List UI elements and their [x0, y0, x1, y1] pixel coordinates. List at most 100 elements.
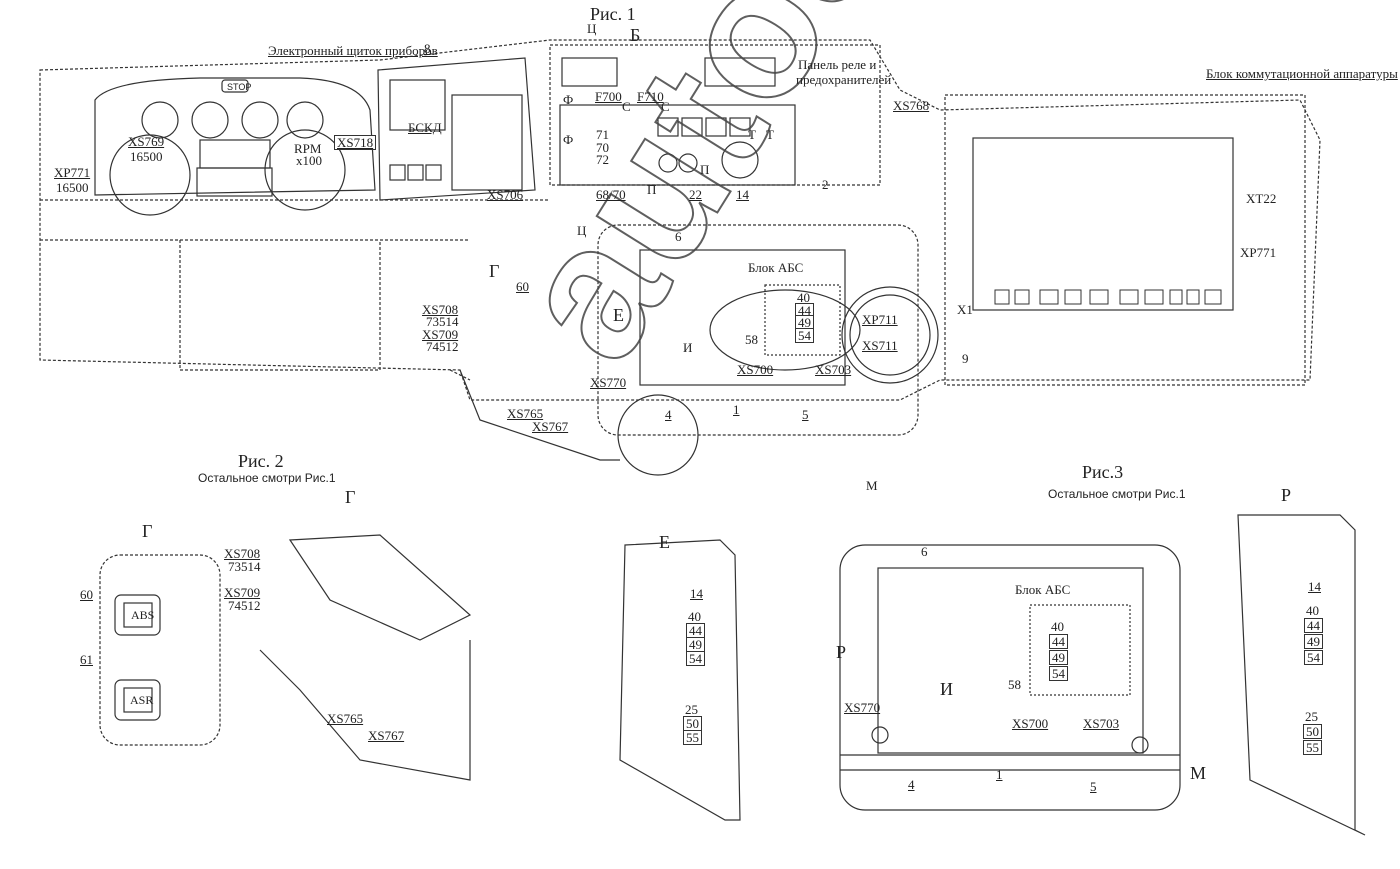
view-e-title: Е	[659, 532, 670, 552]
e-label-55: 55	[683, 730, 702, 745]
label-f700: F700	[595, 89, 622, 104]
e-label-50: 50	[683, 716, 702, 731]
label-phi-1: Ф	[563, 92, 574, 107]
label-xs708-code: 73514	[426, 314, 459, 329]
label-49: 49	[795, 315, 814, 330]
label-c-2: С	[661, 99, 670, 114]
label-58: 58	[745, 332, 758, 347]
label-xp771-code: 16500	[56, 180, 89, 195]
label-xs703: XS703	[815, 362, 852, 377]
label-m: М	[866, 478, 878, 493]
fig3-label-6: 6	[921, 544, 928, 559]
label-ts-2: Ц	[577, 223, 587, 238]
label-71: 71	[596, 127, 609, 142]
fig3-label-p: Р	[836, 642, 847, 662]
e-label-14: 14	[690, 586, 703, 601]
label-1: 1	[733, 402, 740, 417]
label-x1: X1	[957, 302, 973, 317]
label-70: 70	[596, 140, 609, 155]
fig3-label-58: 58	[1008, 677, 1021, 692]
label-xs767: XS767	[532, 419, 569, 434]
fig3-label-xs700: XS700	[1012, 716, 1049, 731]
p-label-14: 14	[1308, 579, 1321, 594]
fig3-label-m: М	[1190, 763, 1207, 783]
fig2-label-xs708-code: 73514	[228, 559, 261, 574]
fig2-note: Остальное смотри Рис.1	[198, 471, 336, 485]
label-72: 72	[596, 152, 609, 167]
fig3-label-49: 49	[1049, 650, 1068, 665]
fig3-label-xs770: XS770	[844, 700, 881, 715]
label-xs718: XS718	[334, 135, 377, 150]
switch-block-label: Блок коммутационной аппаратуры	[1206, 66, 1398, 81]
label-9: 9	[962, 351, 969, 366]
p-label-25: 25	[1305, 709, 1318, 724]
p-label-49: 49	[1304, 634, 1323, 649]
label-xs700: XS700	[737, 362, 774, 377]
instrument-cluster	[94, 77, 376, 216]
label-b: Б	[630, 25, 641, 45]
e-label-25: 25	[685, 702, 698, 717]
x100-label: x100	[296, 153, 322, 168]
label-14: 14	[736, 187, 749, 202]
fig2-label-60: 60	[80, 587, 93, 602]
bskd-panel	[377, 57, 536, 201]
fig3-note: Остальное смотри Рис.1	[1048, 487, 1186, 501]
view-p-title: Р	[1281, 485, 1292, 505]
label-xp771-2: XP771	[1240, 245, 1277, 260]
asr-button: ASR	[130, 693, 154, 707]
fig2-label-61: 61	[80, 652, 93, 667]
fig2-label-xs767: XS767	[368, 728, 405, 743]
label-p: П	[647, 182, 657, 197]
label-68-70: 68/70	[596, 187, 626, 202]
fig3-label-1: 1	[996, 767, 1003, 782]
label-xp771: XP771	[54, 165, 91, 180]
fig2-label-xs708: XS708	[224, 546, 261, 561]
label-ts: Ц	[587, 21, 597, 36]
fig3-label-4: 4	[908, 777, 915, 792]
dashboard-outline	[39, 39, 1321, 401]
label-phi-2: Ф	[563, 132, 574, 147]
label-2: 2	[822, 177, 829, 192]
fig2-view-g: Г	[142, 521, 153, 541]
label-xp711: XP711	[862, 312, 898, 327]
label-xs708: XS708	[422, 302, 459, 317]
p-label-44: 44	[1304, 618, 1323, 633]
fig2-switch-panel	[99, 534, 472, 781]
relay-panel	[549, 44, 881, 186]
label-t-2: Т	[766, 127, 774, 142]
fig-e-detail	[619, 539, 741, 821]
fig2-label-xs709-code: 74512	[228, 598, 261, 613]
p-label-54: 54	[1304, 650, 1323, 665]
fig2-title: Рис. 2	[238, 451, 284, 471]
label-xs770: XS770	[590, 375, 627, 390]
label-8: 8	[424, 41, 431, 56]
bskd-label: БСКД	[408, 120, 442, 135]
label-f710: F710	[637, 89, 664, 104]
label-xs765: XS765	[507, 406, 544, 421]
fig3-label-54: 54	[1049, 666, 1068, 681]
relay-panel-label-1: Панель реле и	[798, 57, 877, 72]
fig2-label-xs765: XS765	[327, 711, 364, 726]
label-5: 5	[802, 407, 809, 422]
fig2-label-xs709: XS709	[224, 585, 261, 600]
label-e: Е	[613, 305, 624, 325]
cluster-label: Электронный щиток приборов	[268, 43, 438, 58]
label-xs711: XS711	[862, 338, 898, 353]
rpm-label: RPM	[294, 141, 322, 156]
fig3-abs-detail	[839, 544, 1181, 811]
fig3-label-5: 5	[1090, 779, 1097, 794]
fig3-label-40: 40	[1051, 619, 1064, 634]
label-xs709-code: 74512	[426, 339, 459, 354]
fig2-label-g: Г	[345, 487, 356, 507]
p-label-55: 55	[1303, 740, 1322, 755]
label-54: 54	[795, 328, 814, 343]
fig3-abs-block-label: Блок АБС	[1015, 582, 1071, 597]
relay-panel-label-2: предохранителей	[796, 72, 892, 87]
e-label-40: 40	[688, 609, 701, 624]
label-xs709: XS709	[422, 327, 459, 342]
label-xs706: XS706	[487, 187, 524, 202]
fig-p-detail	[1237, 514, 1366, 836]
abs-button: ABS	[131, 608, 155, 622]
